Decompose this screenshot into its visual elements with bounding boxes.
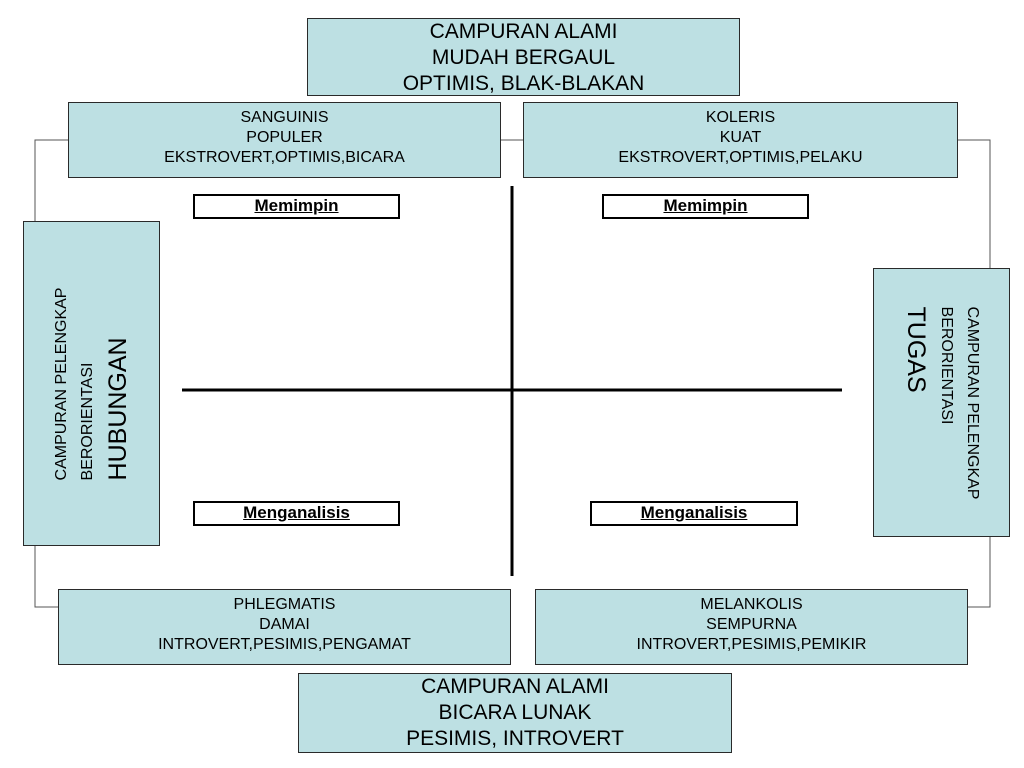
connector-left-top	[34, 139, 68, 221]
quadrant-title: MELANKOLIS	[700, 596, 803, 613]
side-left-emphasis: HUBUNGAN	[103, 336, 132, 480]
quadrant-subtitle: SEMPURNA	[706, 616, 797, 633]
bottom-box-natural-blend: CAMPURAN ALAMI BICARA LUNAK PESIMIS, INT…	[298, 673, 732, 753]
quadrant-title: SANGUINIS	[240, 109, 329, 126]
top-box-line-1: CAMPURAN ALAMI	[429, 20, 618, 43]
side-right-prefix: BERORIENTASI	[937, 306, 955, 424]
top-box-line-3: OPTIMIS, BLAK-BLAKAN	[402, 72, 645, 95]
quadrant-traits: EKSTROVERT,OPTIMIS,BICARA	[164, 149, 405, 166]
connector-left-bottom	[34, 546, 58, 608]
top-box-natural-blend: CAMPURAN ALAMI MUDAH BERGAUL OPTIMIS, BL…	[307, 18, 740, 96]
side-left-prefix: BERORIENTASI	[78, 362, 96, 480]
quadrant-title: KOLERIS	[705, 109, 776, 126]
quadrant-subtitle: KUAT	[719, 129, 762, 146]
side-left-line-2: BERORIENTASI HUBUNGAN	[73, 287, 133, 480]
side-box-task: CAMPURAN PELENGKAP BERORIENTASI TUGAS	[873, 268, 1010, 537]
quadrant-sanguinis: SANGUINIS POPULER EKSTROVERT,OPTIMIS,BIC…	[68, 102, 501, 178]
connector-right-bottom	[968, 537, 991, 608]
quadrant-melankolis: MELANKOLIS SEMPURNA INTROVERT,PESIMIS,PE…	[535, 589, 968, 665]
quadrant-subtitle: DAMAI	[259, 616, 310, 633]
quadrant-phlegmatis: PHLEGMATIS DAMAI INTROVERT,PESIMIS,PENGA…	[58, 589, 511, 665]
bottom-box-line-2: BICARA LUNAK	[438, 701, 592, 724]
connector-right-top	[958, 139, 991, 268]
quadrant-subtitle: POPULER	[246, 129, 323, 146]
side-left-text: CAMPURAN PELENGKAP BERORIENTASI HUBUNGAN	[51, 287, 133, 480]
bottom-box-line-1: CAMPURAN ALAMI	[421, 675, 609, 698]
bottom-box-line-3: PESIMIS, INTROVERT	[406, 727, 624, 750]
label-memimpin-left: Memimpin	[193, 194, 400, 219]
quadrant-traits: INTROVERT,PESIMIS,PENGAMAT	[158, 636, 411, 653]
label-menganalisis-right: Menganalisis	[590, 501, 798, 526]
quadrant-traits: INTROVERT,PESIMIS,PEMIKIR	[636, 636, 867, 653]
side-right-text: CAMPURAN PELENGKAP BERORIENTASI TUGAS	[901, 306, 983, 499]
side-left-line-1: CAMPURAN PELENGKAP	[52, 287, 70, 480]
quadrant-title: PHLEGMATIS	[233, 596, 336, 613]
side-right-line-1: CAMPURAN PELENGKAP	[963, 306, 981, 499]
top-box-line-2: MUDAH BERGAUL	[431, 46, 616, 69]
label-memimpin-right: Memimpin	[602, 194, 809, 219]
quadrant-koleris: KOLERIS KUAT EKSTROVERT,OPTIMIS,PELAKU	[523, 102, 958, 178]
label-menganalisis-left: Menganalisis	[193, 501, 400, 526]
side-right-emphasis: TUGAS	[901, 306, 930, 393]
side-box-relationship: CAMPURAN PELENGKAP BERORIENTASI HUBUNGAN	[23, 221, 160, 546]
side-right-line-2: BERORIENTASI TUGAS	[901, 306, 961, 499]
quadrant-traits: EKSTROVERT,OPTIMIS,PELAKU	[618, 149, 863, 166]
